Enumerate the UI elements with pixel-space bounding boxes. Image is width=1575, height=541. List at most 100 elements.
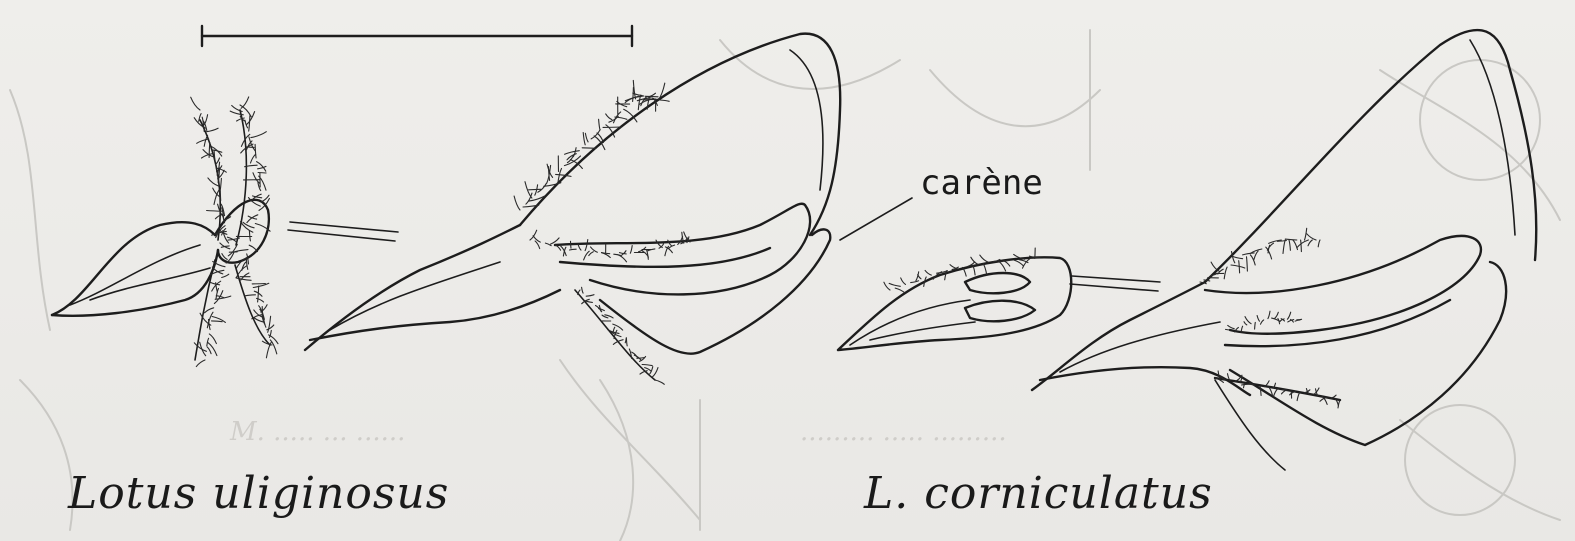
hair-stroke: [533, 236, 540, 242]
uliginosus-flower-drawing: [305, 34, 840, 385]
species-label-lotus-uliginosus: Lotus uliginosus: [68, 468, 449, 519]
part-label-carene: carène: [920, 163, 1043, 203]
hair-stroke: [233, 250, 248, 253]
hair-stroke: [642, 365, 652, 366]
svg-text:M. ..... ... ......: M. ..... ... ......: [229, 417, 405, 447]
hair-stroke: [1289, 240, 1290, 250]
hair-stroke: [251, 132, 266, 138]
hair-stroke: [983, 263, 987, 274]
hair-stroke: [212, 150, 222, 152]
hair-stroke: [606, 114, 612, 120]
hair-stroke: [196, 360, 205, 367]
hair-stroke: [247, 112, 255, 125]
hair-stroke: [556, 174, 571, 176]
hair-stroke: [257, 162, 266, 172]
hair-stroke: [249, 116, 250, 131]
corniculatus-flower-drawing: [1032, 30, 1536, 470]
hair-stroke: [1231, 265, 1245, 268]
hair-stroke: [205, 308, 214, 313]
hair-stroke: [267, 325, 274, 330]
hair-stroke: [1287, 312, 1290, 319]
hair-stroke: [1224, 267, 1227, 279]
hair-stroke: [248, 216, 256, 219]
hair-stroke: [582, 287, 584, 293]
hair-stroke: [911, 281, 919, 283]
hair-stroke: [1014, 260, 1023, 266]
hair-stroke: [215, 296, 231, 299]
hair-stroke: [571, 241, 572, 248]
hair-stroke: [599, 305, 601, 311]
hair-stroke: [1243, 253, 1255, 255]
hair-stroke: [222, 274, 229, 277]
hair-stroke: [980, 255, 989, 262]
hair-stroke: [565, 151, 580, 155]
hair-stroke: [249, 245, 257, 251]
hair-stroke: [1261, 320, 1264, 324]
hair-stroke: [586, 295, 594, 297]
hair-stroke: [1254, 251, 1258, 259]
hair-stroke: [1291, 391, 1292, 399]
hair-stroke: [889, 283, 900, 286]
hair-stroke: [633, 80, 635, 99]
uliginosus-calyx-drawing: [52, 97, 278, 367]
hair-stroke: [660, 100, 669, 101]
hair-stroke: [261, 305, 267, 312]
hair-stroke: [1283, 240, 1285, 254]
hair-stroke: [1305, 228, 1307, 240]
hair-stroke: [582, 148, 596, 149]
hair-stroke: [1318, 240, 1320, 247]
hair-stroke: [1331, 395, 1336, 398]
hair-stroke: [204, 115, 207, 125]
hair-stroke: [1233, 256, 1243, 258]
hair-stroke: [268, 316, 271, 332]
svg-text:......... ..... .........: ......... ..... .........: [800, 417, 1007, 447]
hair-stroke: [514, 196, 520, 210]
hair-stroke: [1308, 240, 1312, 246]
species-label-l-corniculatus: L. corniculatus: [864, 468, 1213, 519]
hair-stroke: [599, 119, 600, 130]
hair-stroke: [1004, 261, 1010, 266]
hair-stroke: [236, 278, 251, 281]
hair-stroke: [1260, 386, 1261, 396]
hair-stroke: [208, 178, 219, 186]
hair-stroke: [589, 252, 594, 256]
hair-stroke: [1338, 400, 1340, 408]
scale-bar: [202, 26, 632, 46]
hair-stroke: [258, 173, 266, 174]
hair-stroke: [207, 347, 211, 354]
hair-stroke: [1285, 239, 1297, 240]
hair-stroke: [197, 139, 209, 143]
hair-stroke: [535, 185, 538, 195]
hair-stroke: [245, 295, 255, 296]
hair-stroke: [652, 368, 658, 377]
hair-stroke: [585, 240, 588, 251]
hair-stroke: [1245, 317, 1251, 324]
hair-stroke: [655, 380, 664, 384]
hair-stroke: [191, 97, 200, 110]
hair-stroke: [1242, 384, 1251, 385]
carene-pointer-line: [840, 198, 912, 240]
hair-stroke: [583, 133, 585, 145]
hair-stroke: [1239, 261, 1240, 273]
hair-stroke: [901, 278, 906, 285]
hair-stroke: [971, 257, 978, 264]
hair-stroke: [249, 231, 250, 241]
hair-stroke: [1244, 383, 1246, 388]
hair-stroke: [1255, 322, 1256, 329]
corniculatus-calyx-drawing: [838, 248, 1071, 350]
hair-stroke: [1268, 311, 1270, 318]
hair-stroke: [1244, 322, 1247, 325]
hair-stroke: [950, 265, 957, 269]
hair-stroke: [251, 154, 256, 163]
hair-stroke: [529, 189, 541, 190]
hair-stroke: [212, 321, 223, 322]
hair-stroke: [538, 183, 547, 192]
hair-stroke: [570, 249, 577, 250]
hair-stroke: [918, 275, 921, 279]
hair-stroke: [207, 128, 219, 132]
hair-stroke: [644, 99, 657, 100]
hair-stroke: [591, 247, 598, 252]
hair-stroke: [1211, 262, 1219, 271]
